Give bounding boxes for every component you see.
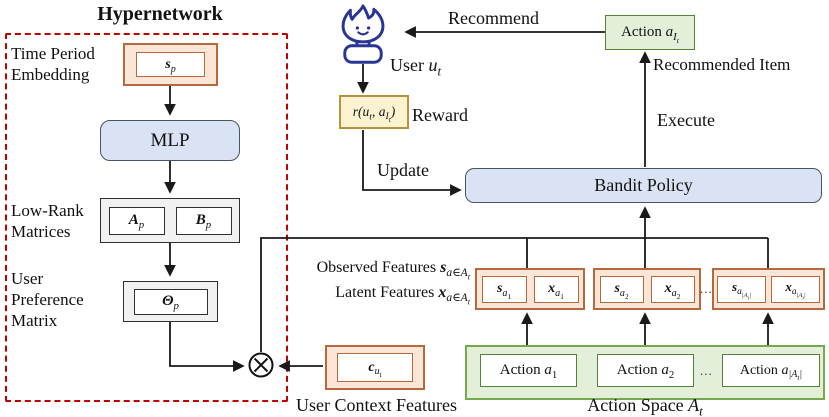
action-n-math: Action a|At| bbox=[739, 362, 803, 383]
action-space-box: Action a1 Action a2 ... Action a|At| bbox=[465, 345, 825, 400]
bp-matrix-box: Bp bbox=[175, 206, 232, 235]
saN-box: sa|At| bbox=[717, 275, 766, 303]
saN-math: sa|At| bbox=[732, 278, 751, 302]
mlp-box: MLP bbox=[100, 120, 240, 161]
reward-label: Reward bbox=[412, 105, 468, 125]
sa2-math: sa2 bbox=[614, 281, 629, 301]
action-2-math: Action a2 bbox=[616, 362, 675, 381]
reward-function-box: r(ut, aIt) bbox=[339, 95, 409, 129]
arrow-update-to-bandit bbox=[362, 130, 462, 196]
recommend-label: Recommend bbox=[448, 8, 539, 28]
user-preference-matrix-label: User Preference Matrix bbox=[11, 269, 84, 330]
reward-fn-math: r(ut, aIt) bbox=[352, 103, 396, 125]
arrow-theta-to-otimes bbox=[169, 322, 245, 372]
bandit-policy-box: Bandit Policy bbox=[465, 168, 822, 203]
sp-vector-box: sp bbox=[136, 52, 205, 77]
wire-feature-risers bbox=[526, 238, 769, 268]
action-n-box: Action a|At| bbox=[722, 354, 820, 387]
user-preference-matrix-box: Θp bbox=[123, 281, 218, 322]
feature-ellipsis: ... bbox=[700, 281, 713, 296]
execute-label: Execute bbox=[657, 110, 715, 130]
observed-features-label: Observed Features sa∈At bbox=[316, 259, 470, 282]
time-period-embedding-label: Time Period Embedding bbox=[11, 44, 95, 84]
user-label: User ut bbox=[390, 55, 442, 79]
low-rank-matrices-box: Ap Bp bbox=[100, 198, 240, 243]
user-context-features-label: User Context Features bbox=[296, 395, 457, 415]
sa1-math: sa1 bbox=[496, 281, 512, 301]
sa2-box: sa2 bbox=[599, 275, 644, 303]
theta-math: Θp bbox=[162, 293, 179, 312]
hypernetwork-title: Hypernetwork bbox=[97, 3, 223, 25]
xa2-math: xa2 bbox=[664, 281, 681, 301]
xa2-box: xa2 bbox=[650, 275, 695, 303]
bandit-policy-label: Bandit Policy bbox=[594, 175, 693, 195]
theta-matrix-box: Θp bbox=[133, 288, 208, 315]
time-period-embedding-box: sp bbox=[123, 43, 218, 86]
ap-matrix-box: Ap bbox=[108, 206, 165, 235]
cu-vector-box: cut bbox=[337, 353, 413, 382]
recommended-item-label: Recommended Item bbox=[653, 55, 791, 74]
feature-pair-box-2: sa2 xa2 bbox=[593, 268, 701, 310]
hypernetwork-panel bbox=[5, 33, 288, 402]
update-label: Update bbox=[377, 160, 429, 180]
feature-pair-box-1: sa1 xa1 bbox=[475, 268, 585, 310]
latent-features-label: Latent Features xa∈At bbox=[335, 284, 470, 307]
sp-math: sp bbox=[165, 56, 176, 75]
action-space-label: Action Space At bbox=[587, 395, 703, 417]
action-1-math: Action a1 bbox=[499, 362, 558, 381]
feature-pair-box-n: sa|At| xa|At| bbox=[712, 268, 825, 310]
otimes-operator-icon bbox=[248, 352, 274, 378]
bp-math: Bp bbox=[195, 212, 212, 231]
xa1-box: xa1 bbox=[533, 275, 579, 303]
action-1-box: Action a1 bbox=[480, 354, 577, 387]
xaN-math: xa|At| bbox=[785, 278, 806, 302]
ap-math: Ap bbox=[128, 212, 145, 231]
cu-math: cut bbox=[368, 359, 382, 380]
action-it-math: Action aIt bbox=[621, 23, 679, 46]
action-it-box: Action aIt bbox=[605, 15, 695, 50]
mlp-label: MLP bbox=[150, 129, 190, 151]
user-flame-icon bbox=[341, 4, 385, 64]
low-rank-matrices-label: Low-Rank Matrices bbox=[11, 201, 84, 241]
user-context-box: cut bbox=[325, 345, 425, 390]
xa1-math: xa1 bbox=[548, 281, 564, 301]
action-2-box: Action a2 bbox=[597, 354, 694, 387]
sa1-box: sa1 bbox=[481, 275, 527, 303]
xaN-box: xa|At| bbox=[771, 275, 820, 303]
action-ellipsis: ... bbox=[700, 363, 713, 378]
wire-otimes-to-bus bbox=[260, 237, 768, 352]
